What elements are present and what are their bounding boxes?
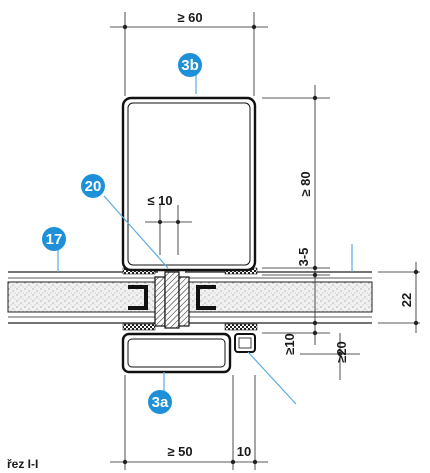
seal-beads-bottom <box>122 323 258 331</box>
dim-bottom-offset: 10 <box>237 444 251 459</box>
dim-tube-height: ≥ 80 <box>298 171 313 196</box>
marker-17: 17 <box>42 227 66 251</box>
c-profile-left <box>128 285 148 310</box>
dimension-wall-thickness <box>378 262 420 333</box>
wall-panel-left <box>7 271 159 324</box>
wall-panel-right <box>184 271 373 324</box>
svg-text:3b: 3b <box>181 57 199 74</box>
marker-3a: 3a <box>148 390 172 414</box>
tube-3a <box>121 332 232 374</box>
leader-lines <box>57 74 353 405</box>
dim-lower-height: ≥20 <box>334 341 349 363</box>
dim-top-width: ≥ 60 <box>177 10 202 25</box>
dim-wall-thickness: 22 <box>399 293 414 307</box>
dim-lower-gap: ≥10 <box>282 333 297 355</box>
svg-text:20: 20 <box>85 178 102 195</box>
joint-seal <box>154 271 190 329</box>
marker-3b: 3b <box>178 53 202 77</box>
small-square-tube <box>234 333 256 353</box>
section-caption: řez I-I <box>7 457 38 471</box>
dimension-tube-height <box>262 85 360 380</box>
svg-text:17: 17 <box>46 231 63 248</box>
dim-bottom-width: ≥ 50 <box>167 444 192 459</box>
dimension-bottom-width <box>110 375 268 470</box>
dim-seal-gap: 3-5 <box>296 248 311 267</box>
svg-text:3a: 3a <box>152 394 169 411</box>
tube-3b <box>121 96 257 272</box>
c-profile-right <box>196 285 216 310</box>
marker-20: 20 <box>81 174 105 198</box>
dim-gap-width: ≤ 10 <box>147 193 172 208</box>
dimension-gap <box>145 205 192 255</box>
dimension-top-width <box>110 12 268 96</box>
